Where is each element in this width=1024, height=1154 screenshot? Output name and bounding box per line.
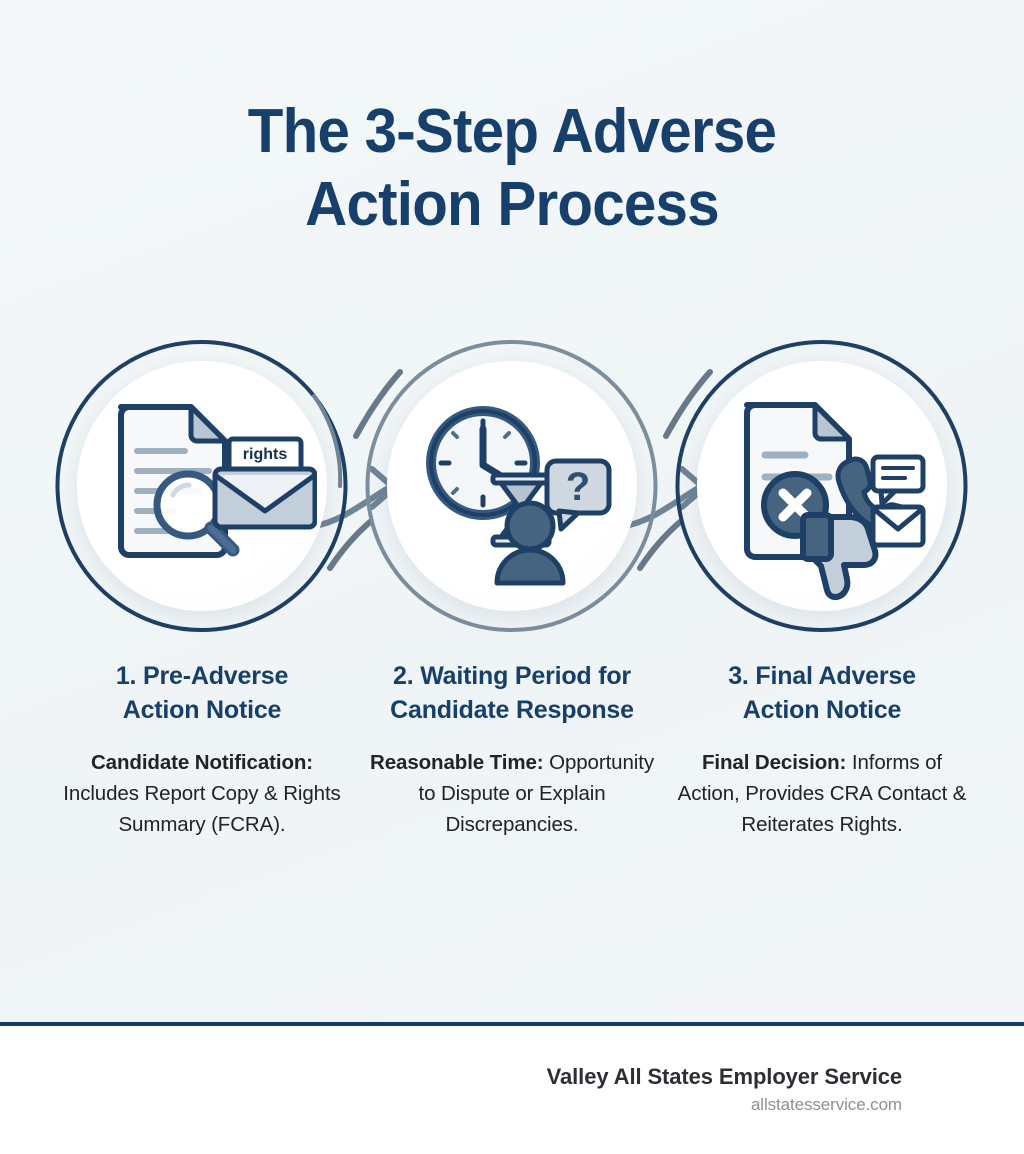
- page-title: The 3-Step Adverse Action Process: [0, 96, 1024, 241]
- step-1-heading-line-1: 1. Pre-Adverse: [115, 662, 289, 690]
- step-2: ? 2. Waiting Period for Candidate Respon…: [357, 336, 667, 840]
- step-3-heading: 3. Final Adverse Action Notice: [672, 660, 972, 727]
- step-3-body: Final Decision: Informs of Action, Provi…: [672, 747, 972, 840]
- step-3-ring: [675, 340, 968, 632]
- step-2-body: Reasonable Time: Opportunity to Dispute …: [362, 747, 662, 840]
- step-2-heading-line-2: Candidate Response: [390, 695, 634, 724]
- step-1-caption: 1. Pre-Adverse Action Notice Candidate N…: [52, 660, 352, 840]
- step-1-body-rest: Includes Report Copy & Rights Summary (F…: [63, 782, 341, 837]
- step-3-body-rest: Informs of Action, Provides CRA Contact …: [677, 751, 967, 837]
- step-3: 3. Final Adverse Action Notice Final Dec…: [667, 336, 977, 840]
- document-magnifier-rights-envelope-icon: rights: [87, 371, 317, 601]
- footer-website-url: allstatesservice.com: [750, 1095, 902, 1114]
- step-3-heading-line-1: 3. Final Adverse: [728, 662, 916, 690]
- step-2-heading: 2. Waiting Period for Candidate Response: [362, 660, 662, 727]
- step-3-heading-line-2: Action Notice: [742, 695, 902, 724]
- step-2-circle: ?: [362, 336, 662, 636]
- step-1-body: Candidate Notification: Includes Report …: [52, 747, 352, 840]
- step-3-body-lead: Final Decision:: [701, 751, 847, 774]
- rejected-document-thumbsdown-contact-icon: [707, 371, 937, 601]
- footer-company-name: Valley All States Employer Service: [546, 1064, 902, 1089]
- step-2-caption: 2. Waiting Period for Candidate Response…: [362, 660, 662, 840]
- envelope-card-label: rights: [243, 446, 288, 463]
- step-2-ring: [365, 340, 658, 632]
- clock-hourglass-person-question-icon: ?: [397, 371, 627, 601]
- footer-divider: [0, 1022, 1024, 1026]
- step-1-heading: 1. Pre-Adverse Action Notice: [52, 660, 352, 727]
- step-1-heading-line-2: Action Notice: [122, 695, 282, 724]
- step-3-caption: 3. Final Adverse Action Notice Final Dec…: [672, 660, 972, 840]
- title-line-2: Action Process: [305, 169, 720, 239]
- step-2-body-rest: Opportunity to Dispute or Explain Discre…: [418, 751, 654, 837]
- step-2-heading-line-1: 2. Waiting Period for: [393, 662, 631, 690]
- step-1: rights 1. Pre-Adverse Action Notice: [47, 336, 357, 840]
- footer: Valley All States Employer Service allst…: [0, 1026, 1024, 1154]
- step-3-circle: [672, 336, 972, 636]
- step-1-ring: [55, 340, 348, 632]
- title-line-1: The 3-Step Adverse: [247, 97, 777, 166]
- step-2-body-lead: Reasonable Time:: [370, 751, 544, 774]
- steps-row: rights 1. Pre-Adverse Action Notice: [0, 336, 1024, 840]
- step-1-circle: rights: [52, 336, 352, 636]
- step-1-body-lead: Candidate Notification:: [90, 751, 314, 774]
- question-mark-glyph: ?: [566, 465, 590, 509]
